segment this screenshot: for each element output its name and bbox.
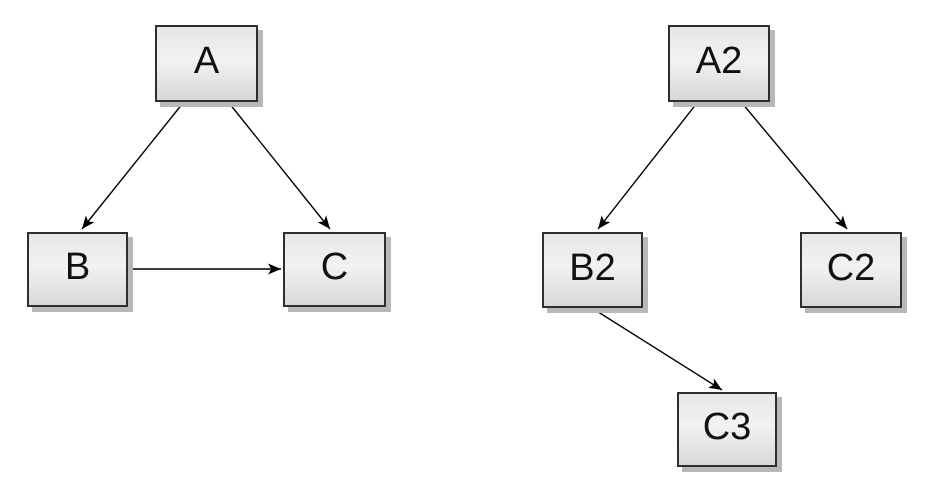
edge-A-B bbox=[81, 102, 184, 230]
node-A-label: A bbox=[193, 40, 220, 82]
node-C2: C2 bbox=[800, 232, 902, 308]
node-C-label: C bbox=[320, 246, 349, 288]
node-B: B bbox=[27, 232, 128, 307]
edge-A2-C2 bbox=[741, 102, 848, 230]
node-B-label: B bbox=[64, 246, 91, 288]
node-C: C bbox=[283, 232, 386, 307]
node-A: A bbox=[155, 25, 258, 102]
edge-A-C bbox=[228, 102, 331, 230]
node-B2: B2 bbox=[542, 232, 643, 308]
node-C3-label: C3 bbox=[702, 406, 752, 448]
node-C2-label: C2 bbox=[826, 246, 876, 289]
node-A2-label: A2 bbox=[695, 40, 743, 82]
node-C3: C3 bbox=[677, 392, 777, 467]
edge-A2-B2 bbox=[597, 102, 698, 230]
edge-B2-C3 bbox=[594, 309, 723, 391]
node-B2-label: B2 bbox=[569, 246, 616, 289]
node-A2: A2 bbox=[668, 25, 770, 102]
